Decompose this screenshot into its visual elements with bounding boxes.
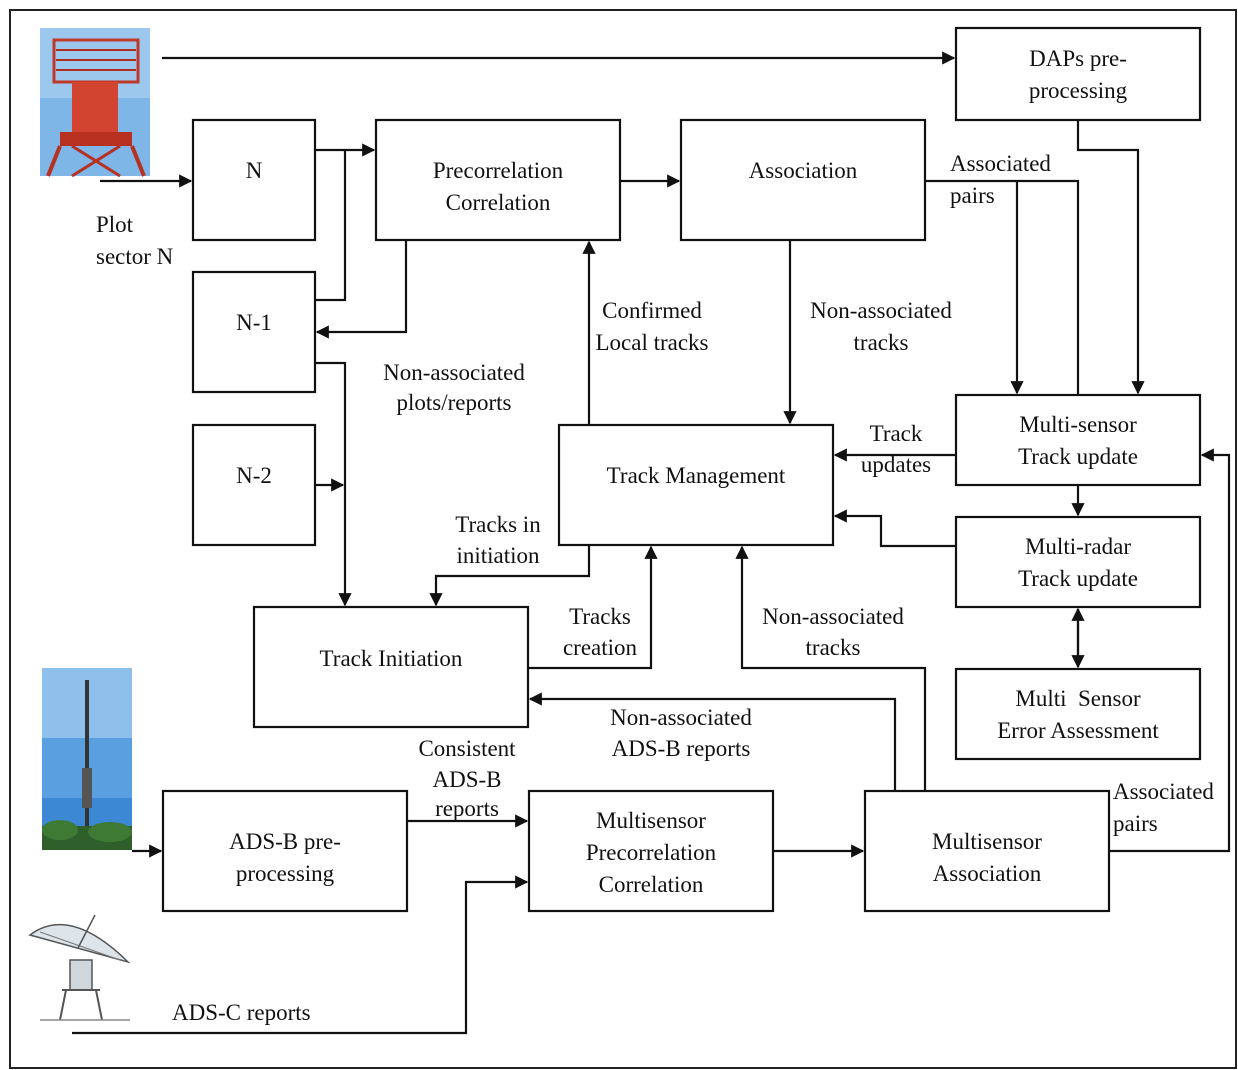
- track-updates-label-2: updates: [861, 452, 931, 477]
- error-assessment-text-2: Error Assessment: [997, 718, 1159, 743]
- ads-c-reports-label: ADS-C reports: [172, 1000, 311, 1025]
- multi-sensor-error-assessment-block: [954, 667, 1202, 761]
- sector-n1-text: N-1: [236, 310, 272, 335]
- track-management-text: Track Management: [607, 463, 786, 488]
- association-text: Association: [749, 158, 858, 183]
- multi-radar-track-update-block: [954, 515, 1202, 609]
- consistent-adsb-label-1: Consistent: [418, 736, 516, 761]
- non-associated-adsb-label-2: ADS-B reports: [612, 736, 751, 761]
- ads-c-reports-arrow: [72, 875, 529, 1035]
- track-management-block: [557, 423, 835, 547]
- non-associated-plots-label-2: plots/reports: [397, 390, 512, 415]
- non-associated-tracks-top-label-1: Non-associated: [810, 298, 952, 323]
- confirmed-local-tracks-label-2: Local tracks: [595, 330, 708, 355]
- n1-to-track-initiation-arrow: [315, 361, 352, 607]
- non-associated-plots-arrow: [315, 240, 408, 339]
- plot-sector-label-2: sector N: [96, 244, 174, 269]
- satellite-dish-image: [28, 914, 131, 1021]
- tracks-in-initiation-label-1: Tracks in: [455, 512, 541, 537]
- sector-n2-text: N-2: [236, 463, 272, 488]
- associated-pairs-bottom-label-1: Associated: [1113, 779, 1214, 804]
- non-associated-tracks-bottom-label-1: Non-associated: [762, 604, 904, 629]
- sector-n-text: N: [246, 158, 263, 183]
- plot-sector-label-1: Plot: [96, 212, 134, 237]
- n1-to-precorrelation-line: [315, 150, 347, 302]
- multi-radar-track-update-text-2: Track update: [1018, 566, 1138, 591]
- associated-pairs-bottom-label-2: pairs: [1113, 811, 1158, 836]
- associated-pairs-line: [925, 179, 1080, 395]
- multisensor-association-text-1: Multisensor: [932, 829, 1042, 854]
- multisensor-precorrelation-text-1: Multisensor: [596, 808, 706, 833]
- multisensor-association-block: [863, 789, 1111, 913]
- multiradar-to-track-management-arrow: [833, 509, 956, 548]
- sector-n1-block: [191, 270, 317, 394]
- non-associated-adsb-label-1: Non-associated: [610, 705, 752, 730]
- multisensor-precorrelation-block: [527, 789, 775, 913]
- non-associated-tracks-top-label-2: tracks: [854, 330, 909, 355]
- associated-pairs-top-label-2: pairs: [950, 183, 995, 208]
- multisensor-precorrelation-text-2: Precorrelation: [586, 840, 717, 865]
- precorrelation-correlation-block: [374, 118, 622, 242]
- error-assessment-text-1: Multi Sensor: [1015, 686, 1141, 711]
- daps-text-2: processing: [1029, 78, 1128, 103]
- non-associated-adsb-arrow: [528, 692, 897, 791]
- daps-to-multisensor-arrow: [1076, 120, 1145, 395]
- tracks-creation-label-2: creation: [563, 635, 638, 660]
- non-associated-plots-label-1: Non-associated: [383, 360, 525, 385]
- daps-text-1: DAPs pre-: [1029, 46, 1127, 71]
- confirmed-local-tracks-label-1: Confirmed: [602, 298, 702, 323]
- associated-pairs-bottom-arrow: [1109, 448, 1231, 853]
- track-updates-label-1: Track: [870, 421, 923, 446]
- non-associated-tracks-bottom-arrow: [735, 545, 927, 791]
- adsb-preprocessing-text-2: processing: [236, 861, 335, 886]
- precorrelation-text-2: Correlation: [446, 190, 551, 215]
- tracks-creation-label-1: Tracks: [569, 604, 631, 629]
- adsb-preprocessing-text-1: ADS-B pre-: [229, 829, 341, 854]
- adsb-preprocessing-block: [161, 789, 409, 913]
- radar-antenna-image: [40, 28, 150, 178]
- sector-n2-block: [191, 423, 317, 547]
- track-initiation-block: [252, 605, 530, 729]
- track-initiation-text: Track Initiation: [320, 646, 463, 671]
- consistent-adsb-label-2: ADS-B: [432, 767, 501, 792]
- multi-sensor-track-update-text-2: Track update: [1018, 444, 1138, 469]
- diagram-frame: [9, 9, 1237, 1069]
- tracks-creation-arrow: [528, 545, 658, 670]
- associated-pairs-top-label-1: Associated: [950, 151, 1051, 176]
- multisensor-precorrelation-text-3: Correlation: [599, 872, 704, 897]
- sector-n-block: [191, 118, 317, 242]
- consistent-adsb-label-3: reports: [435, 796, 499, 821]
- tracks-in-initiation-arrow: [429, 545, 591, 607]
- daps-preprocessing-block: [954, 26, 1202, 122]
- multi-sensor-track-update-block: [954, 393, 1202, 487]
- tracks-in-initiation-label-2: initiation: [456, 543, 540, 568]
- multi-radar-track-update-text-1: Multi-radar: [1025, 534, 1131, 559]
- precorrelation-text-1: Precorrelation: [433, 158, 564, 183]
- adsb-antenna-image: [42, 668, 132, 850]
- multi-sensor-track-update-text-1: Multi-sensor: [1019, 412, 1137, 437]
- multisensor-association-text-2: Association: [933, 861, 1042, 886]
- non-associated-tracks-bottom-label-2: tracks: [806, 635, 861, 660]
